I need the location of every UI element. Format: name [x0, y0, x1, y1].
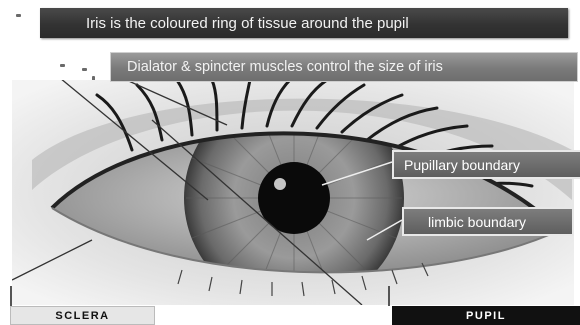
eye-photograph [12, 80, 574, 305]
iris-definition-text: Iris is the coloured ring of tissue arou… [86, 16, 409, 31]
sclera-label-text: SCLERA [55, 310, 109, 322]
pupil-highlight [274, 178, 286, 190]
limbic-boundary-callout: limbic boundary [402, 207, 574, 236]
limbic-boundary-label: limbic boundary [428, 214, 526, 230]
muscles-caption-text: Dialator & spincter muscles control the … [127, 60, 443, 75]
pupillary-boundary-label: Pupillary boundary [404, 157, 520, 173]
muscles-caption-banner: Dialator & spincter muscles control the … [110, 52, 578, 82]
divider-tick [10, 286, 12, 306]
divider-tick [388, 286, 390, 306]
scan-speck [82, 68, 87, 71]
pupil-label: PUPIL [392, 306, 580, 325]
iris-definition-banner: Iris is the coloured ring of tissue arou… [40, 8, 568, 38]
sclera-label: SCLERA [10, 306, 155, 325]
scan-speck [60, 64, 65, 67]
pupil-label-text: PUPIL [466, 310, 506, 322]
scan-speck [16, 14, 21, 17]
pupillary-boundary-callout: Pupillary boundary [392, 150, 580, 179]
